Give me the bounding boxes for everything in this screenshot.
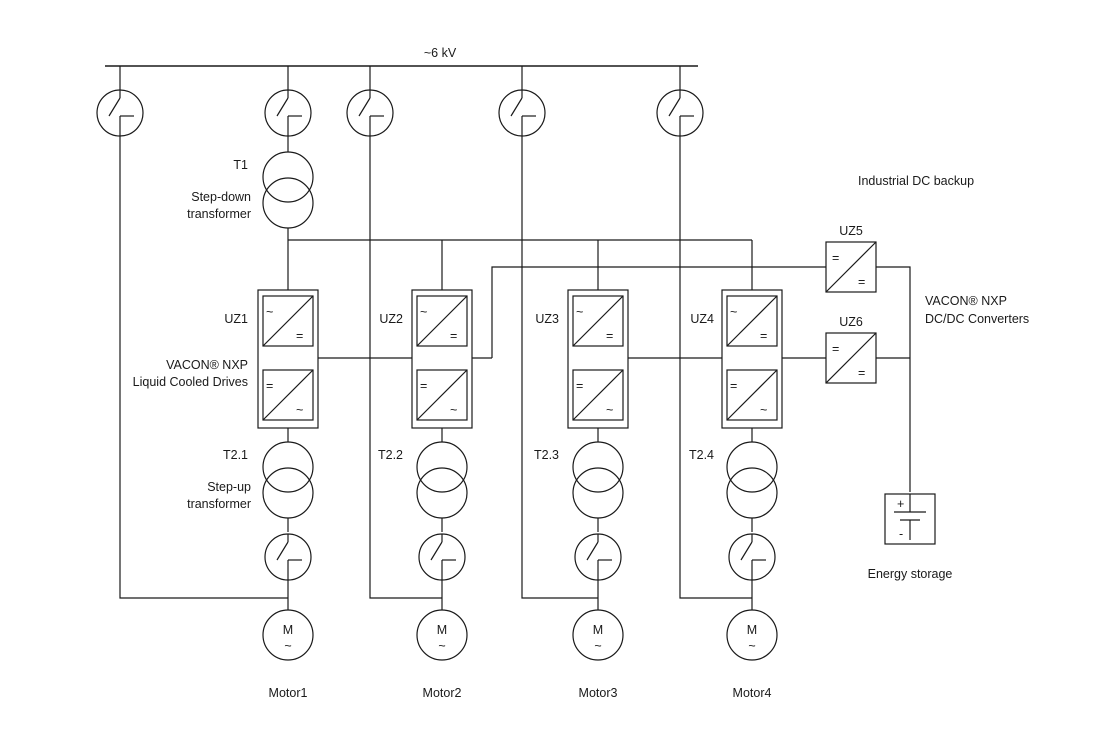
breaker-symbol <box>656 89 704 137</box>
motor-ac-glyph: ~ <box>284 639 291 653</box>
inverter-dc-glyph: = <box>266 379 273 393</box>
transformer-t1-symbol <box>262 151 314 229</box>
dc-backup-title: Industrial DC backup <box>858 174 974 188</box>
transformer-t2-2-symbol <box>416 441 468 519</box>
rectifier-ac-glyph: ~ <box>266 305 273 319</box>
dcdc-desc-line1: VACON® NXP <box>925 294 1007 308</box>
dcdc-desc-line2: DC/DC Converters <box>925 312 1029 326</box>
t2-3-label: T2.3 <box>534 448 559 462</box>
rectifier-dc-glyph: = <box>296 329 303 343</box>
dcdc-converter-uz6: = = <box>825 332 877 384</box>
motor-m-glyph: M <box>283 623 293 637</box>
motor-ac-glyph: ~ <box>748 639 755 653</box>
breaker-symbol <box>96 89 144 137</box>
motor-1-symbol: M ~ <box>262 609 314 661</box>
motor-ac-glyph: ~ <box>594 639 601 653</box>
rectifier-ac-glyph: ~ <box>576 305 583 319</box>
t2-4-label: T2.4 <box>689 448 714 462</box>
energy-storage-symbol: + - <box>884 493 936 545</box>
storage-plus-glyph: + <box>897 497 904 511</box>
breaker-symbol <box>728 533 776 581</box>
rectifier-dc-glyph: = <box>606 329 613 343</box>
energy-storage-label: Energy storage <box>868 567 953 581</box>
t2-1-desc-line1: Step-up <box>207 480 251 494</box>
drive-uz1 <box>257 289 319 429</box>
wiring <box>105 65 911 610</box>
motor-1-label: Motor1 <box>269 686 308 700</box>
motor-2-label: Motor2 <box>423 686 462 700</box>
storage-minus-glyph: - <box>899 527 903 541</box>
dc-in-glyph: = <box>832 342 839 356</box>
motor-4-label: Motor4 <box>733 686 772 700</box>
breaker-symbol <box>498 89 546 137</box>
inverter-ac-glyph: ~ <box>606 403 613 417</box>
inverter-ac-glyph: ~ <box>450 403 457 417</box>
breaker-symbol <box>346 89 394 137</box>
motor-ac-glyph: ~ <box>438 639 445 653</box>
motor-4-symbol: M ~ <box>726 609 778 661</box>
breaker-symbol <box>264 89 312 137</box>
uz5-label: UZ5 <box>839 224 863 238</box>
t2-1-label: T2.1 <box>223 448 248 462</box>
drives-desc-line2: Liquid Cooled Drives <box>133 375 248 389</box>
motor-2-symbol: M ~ <box>416 609 468 661</box>
transformer-t2-4-symbol <box>726 441 778 519</box>
transformer-t2-3-symbol <box>572 441 624 519</box>
inverter-ac-glyph: ~ <box>760 403 767 417</box>
breaker-symbol <box>574 533 622 581</box>
inverter-dc-glyph: = <box>420 379 427 393</box>
inverter-dc-glyph: = <box>730 379 737 393</box>
uz2-label: UZ2 <box>379 312 403 326</box>
motor-m-glyph: M <box>593 623 603 637</box>
inverter-ac-glyph: ~ <box>296 403 303 417</box>
drive-uz2 <box>411 289 473 429</box>
t1-desc-line2: transformer <box>187 207 251 221</box>
t2-2-label: T2.2 <box>378 448 403 462</box>
rectifier-dc-glyph: = <box>760 329 767 343</box>
bus-voltage-label: ~6 kV <box>424 46 457 60</box>
drive-uz3 <box>567 289 629 429</box>
uz6-label: UZ6 <box>839 315 863 329</box>
t1-desc-line1: Step-down <box>191 190 251 204</box>
rectifier-dc-glyph: = <box>450 329 457 343</box>
uz1-label: UZ1 <box>224 312 248 326</box>
t1-label: T1 <box>233 158 248 172</box>
breaker-symbol <box>418 533 466 581</box>
t2-1-desc-line2: transformer <box>187 497 251 511</box>
motor-3-symbol: M ~ <box>572 609 624 661</box>
dcdc-converter-uz5: = = <box>825 241 877 293</box>
motor-m-glyph: M <box>437 623 447 637</box>
transformer-t2-1-symbol <box>262 441 314 519</box>
drives-desc-line1: VACON® NXP <box>166 358 248 372</box>
inverter-dc-glyph: = <box>576 379 583 393</box>
motor-3-label: Motor3 <box>579 686 618 700</box>
dc-out-glyph: = <box>858 275 865 289</box>
rectifier-ac-glyph: ~ <box>420 305 427 319</box>
breaker-symbol <box>264 533 312 581</box>
drive-uz4 <box>721 289 783 429</box>
uz4-label: UZ4 <box>690 312 714 326</box>
motor-m-glyph: M <box>747 623 757 637</box>
dc-out-glyph: = <box>858 366 865 380</box>
dc-in-glyph: = <box>832 251 839 265</box>
uz3-label: UZ3 <box>535 312 559 326</box>
rectifier-ac-glyph: ~ <box>730 305 737 319</box>
